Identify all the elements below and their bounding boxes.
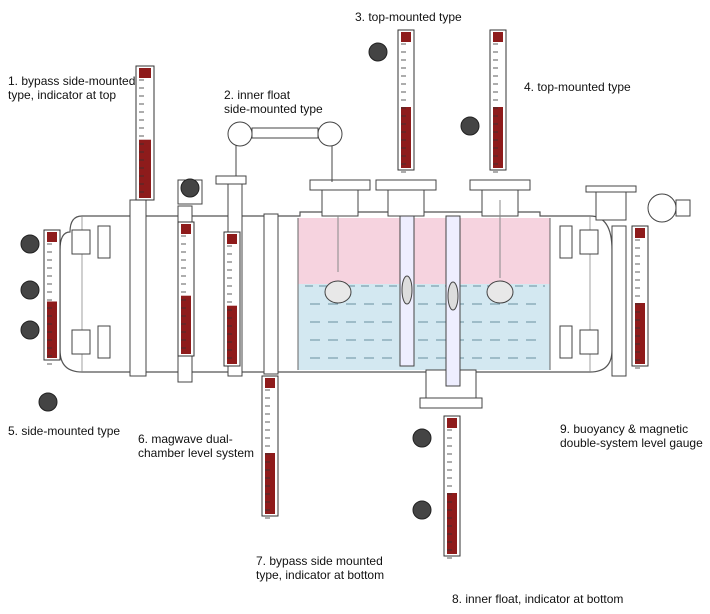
indicator-2-cap — [227, 234, 237, 244]
indicator-9-cap — [635, 228, 645, 238]
float-2 — [324, 280, 352, 304]
indicator-1-level — [139, 139, 151, 198]
indicator-3-cap — [401, 32, 411, 42]
level-indicators — [43, 29, 649, 559]
label-7: 7. bypass side mounted type, indicator a… — [256, 554, 385, 582]
indicator-7-level — [265, 453, 275, 514]
indicator-5-cap — [47, 232, 57, 242]
valve-head-2 — [20, 280, 40, 300]
indicator-3-level — [401, 107, 411, 168]
indicator-6-cap — [181, 224, 191, 234]
indicator-7-cap — [265, 378, 275, 388]
label-6: 6. magwave dual- chamber level system — [138, 432, 255, 460]
valve-head-9 — [180, 178, 200, 198]
indicator-4-cap — [493, 32, 503, 42]
valve-head-7 — [412, 500, 432, 520]
indicator-6-level — [181, 295, 191, 354]
label-5: 5. side-mounted type — [8, 424, 121, 438]
indicator-1-cap — [139, 68, 151, 78]
vessel-vapor-region — [298, 218, 550, 284]
float-4 — [486, 280, 514, 304]
valve-head-5 — [460, 116, 480, 136]
floats — [324, 200, 514, 387]
valve-head-6 — [412, 428, 432, 448]
indicator-5-level — [47, 301, 57, 358]
valve-heads — [20, 42, 480, 520]
label-2: 2. inner float side-mounted type — [224, 88, 323, 116]
valve-head-8 — [38, 392, 58, 412]
indicator-4-level — [493, 107, 503, 168]
indicator-2-level — [227, 305, 237, 364]
valve-head-1 — [20, 234, 40, 254]
indicator-8-level — [447, 493, 457, 554]
valve-head-3 — [20, 320, 40, 340]
valve-head-4 — [368, 42, 388, 62]
indicator-9-level — [635, 303, 645, 364]
label-8: 8. inner float, indicator at bottom — [452, 592, 624, 606]
label-4: 4. top-mounted type — [524, 80, 631, 94]
label-1: 1. bypass side-mounted type, indicator a… — [8, 74, 136, 102]
side-flanges — [71, 185, 691, 359]
indicator-8-cap — [447, 418, 457, 428]
label-9: 9. buoyancy & magnetic double-system lev… — [560, 422, 703, 450]
label-3: 3. top-mounted type — [355, 10, 462, 24]
